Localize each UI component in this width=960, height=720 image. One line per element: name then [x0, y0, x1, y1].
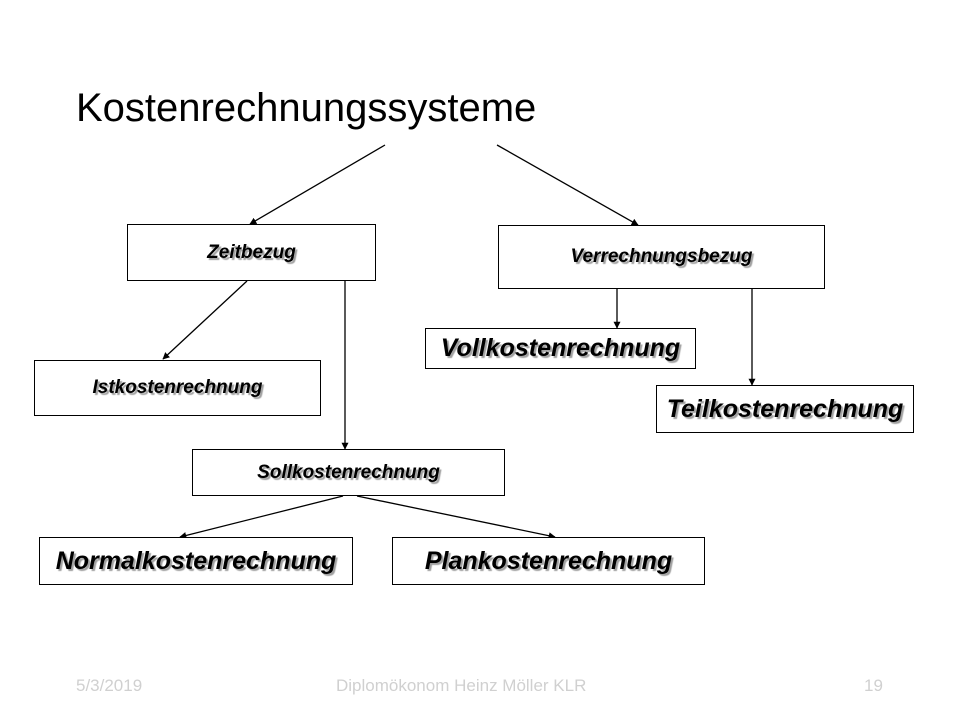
- node-teilkostenrechnung: Teilkostenrechnung: [656, 385, 914, 433]
- node-verrechnungsbezug: Verrechnungsbezug: [498, 225, 825, 289]
- node-vollkostenrechnung: Vollkostenrechnung: [425, 328, 696, 369]
- node-label: Teilkostenrechnung: [666, 394, 904, 423]
- footer-page-number: 19: [864, 676, 883, 695]
- arrow-title-to-verrechnungsbezug: [496, 144, 639, 226]
- node-label: Sollkostenrechnung: [257, 461, 440, 483]
- node-label: Verrechnungsbezug: [570, 246, 753, 267]
- arrow-sollkosten-to-plankosten: [356, 495, 556, 540]
- footer-author: Diplomökonom Heinz Möller KLR: [336, 676, 587, 695]
- footer-date: 5/3/2019: [76, 676, 143, 695]
- arrow-title-to-zeitbezug: [249, 144, 386, 225]
- node-sollkostenrechnung: Sollkostenrechnung: [192, 449, 505, 496]
- node-label: Plankostenrechnung: [424, 546, 673, 575]
- node-normalkostenrechnung: Normalkostenrechnung: [39, 537, 353, 585]
- node-label: Normalkostenrechnung: [55, 546, 337, 575]
- node-label: Zeitbezug: [207, 241, 296, 263]
- arrow-zeitbezug-to-istkosten: [162, 280, 248, 360]
- node-plankostenrechnung: Plankostenrechnung: [392, 537, 705, 585]
- node-label: Vollkostenrechnung: [440, 334, 681, 362]
- node-istkostenrechnung: Istkostenrechnung: [34, 360, 321, 416]
- arrow-sollkosten-to-normalkosten: [179, 495, 344, 539]
- node-zeitbezug: Zeitbezug: [127, 224, 376, 281]
- page-title: Kostenrechnungssysteme: [76, 86, 537, 130]
- node-label: Istkostenrechnung: [92, 377, 263, 398]
